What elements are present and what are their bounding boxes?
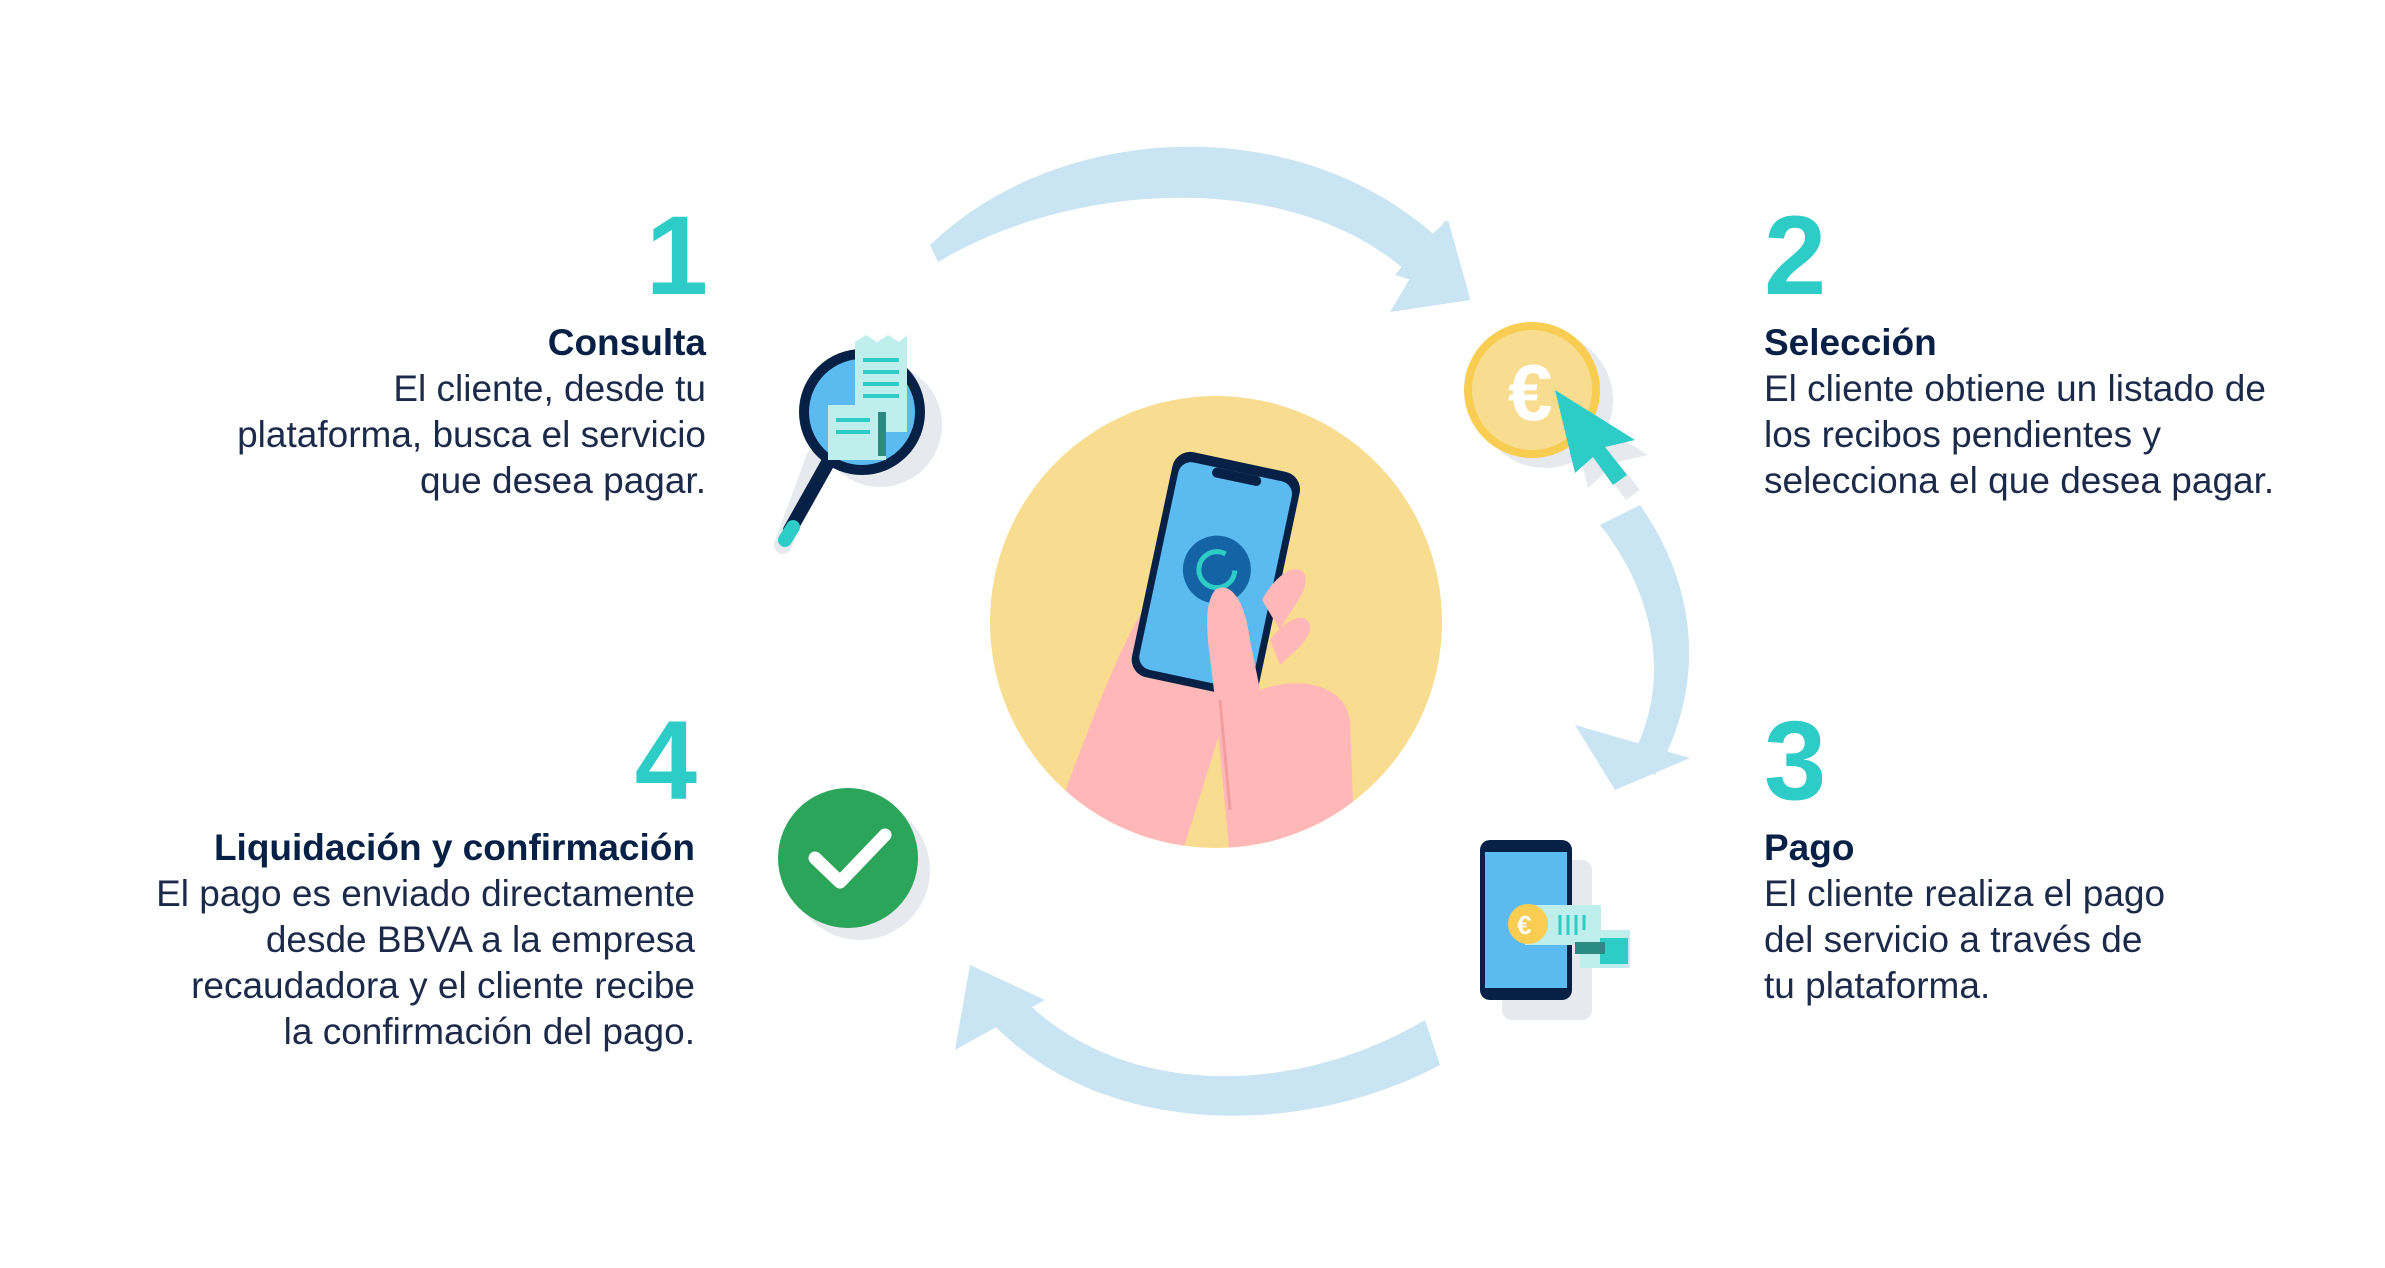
arrow-bottom-band [980,985,1440,1116]
check-circle-icon [778,788,930,940]
step-description-line: que desea pagar. [420,460,706,501]
phone-payment-icon: € [1480,840,1630,1020]
step-liquidacion: 4 Liquidación y confirmación El pago es … [95,698,697,1055]
step-description-line: El cliente, desde tu [393,368,706,409]
step-title: Pago [1764,827,1855,868]
hands-smartphone-icon [990,396,1442,848]
step-description-line: recaudadora y el cliente recibe [191,965,695,1006]
step-seleccion: 2 Selección El cliente obtiene un listad… [1764,200,2324,504]
step-description-line: El cliente obtiene un listado de [1764,368,2266,409]
step-pago: 3 Pago El cliente realiza el pago del se… [1764,705,2324,1009]
step-number: 1 [645,193,708,318]
step-title: Liquidación y confirmación [213,827,695,868]
step-description-line: plataforma, busca el servicio [237,414,706,455]
step-description-line: El pago es enviado directamente [156,873,695,914]
step-description-line: selecciona el que desea pagar. [1764,460,2275,501]
cycle-arrows [930,146,1690,1116]
arrow-top-head [1390,220,1470,312]
step-title: Selección [1764,322,1937,363]
step-description: El cliente, desde tu plataforma, busca e… [146,366,706,504]
arrow-top-band [930,146,1440,270]
step-description: El cliente obtiene un listado de los rec… [1764,366,2324,504]
step-description-line: los recibos pendientes y [1764,414,2161,455]
step-consulta: 1 Consulta El cliente, desde tu platafor… [146,193,708,504]
arrow-right-band [1600,505,1690,775]
step-number: 3 [1764,698,1826,823]
step-description: El cliente realiza el pago del servicio … [1764,871,2324,1009]
svg-text:€: € [1517,910,1531,940]
euro-coin-cursor-icon: € [1464,322,1648,500]
step-number: 2 [1764,193,1826,318]
arrow-bottom-head [955,965,1045,1050]
magnifier-receipt-icon [774,335,942,554]
arrow-right-head [1575,725,1690,790]
step-description-line: del servicio a través de [1764,919,2143,960]
svg-text:€: € [1508,348,1553,437]
step-description-line: la confirmación del pago. [283,1011,695,1052]
step-description-line: El cliente realiza el pago [1764,873,2166,914]
step-description-line: tu plataforma. [1764,965,1991,1006]
step-description-line: desde BBVA a la empresa [265,919,695,960]
step-title: Consulta [547,322,706,363]
step-description: El pago es enviado directamente desde BB… [95,871,695,1055]
step-number: 4 [634,698,697,823]
